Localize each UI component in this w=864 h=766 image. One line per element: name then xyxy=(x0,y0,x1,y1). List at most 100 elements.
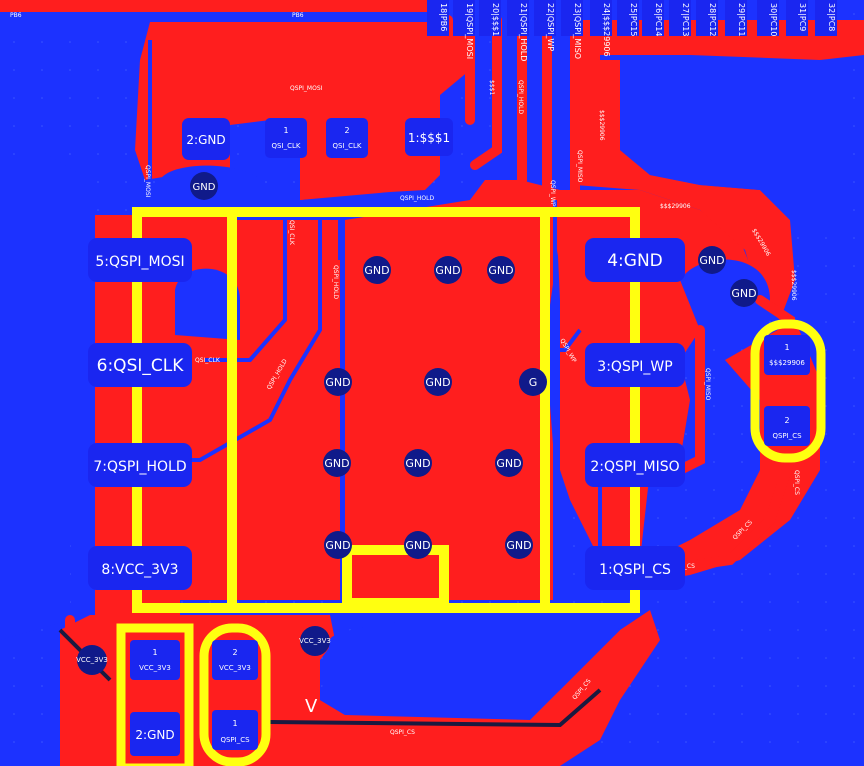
gnd-via[interactable] xyxy=(323,449,351,477)
chip-pad-5[interactable] xyxy=(585,343,685,387)
net-label-qspi-hold-h: QSPI_HOLD xyxy=(400,195,434,202)
chip-pad-1[interactable] xyxy=(88,343,192,387)
copper-upper-right xyxy=(575,20,795,320)
header-pin-5[interactable] xyxy=(561,0,583,36)
chip-notch xyxy=(342,545,449,608)
header-pin-7[interactable] xyxy=(617,0,639,36)
header-pin-14[interactable] xyxy=(815,0,837,36)
vcc-vias: VCC_3V3 VCC_3V3 V xyxy=(76,626,331,717)
via-vcc-right[interactable] xyxy=(300,626,330,656)
header-pin-9[interactable] xyxy=(669,0,691,36)
via-top-gnd-label: GND xyxy=(193,182,216,193)
gnd-via[interactable] xyxy=(505,531,533,559)
chip-pad-label: 5:QSPI_MOSI xyxy=(95,254,184,270)
chip-pad-6[interactable] xyxy=(585,443,685,487)
gnd-via-label: GND xyxy=(325,539,350,552)
gnd-via[interactable] xyxy=(698,246,726,274)
bottom-cap-left-pin2[interactable] xyxy=(130,712,180,756)
pad-top-gnd[interactable] xyxy=(182,118,230,160)
chip-pad-7[interactable] xyxy=(585,546,685,590)
gnd-via[interactable] xyxy=(404,449,432,477)
bottom-cap-right-pin1-num: 1 xyxy=(232,719,237,728)
copper-top-band xyxy=(0,0,430,12)
header-pin-label: 27|PC13 xyxy=(681,3,690,36)
gnd-via[interactable] xyxy=(404,531,432,559)
header-pin-13[interactable] xyxy=(786,0,808,36)
trace-cs-right xyxy=(655,295,795,575)
header-pin-0[interactable] xyxy=(427,0,449,36)
copper-center xyxy=(345,180,560,600)
net-label-qspi-wp-v2: QSPI_WP xyxy=(549,180,556,207)
header-pin-1[interactable] xyxy=(453,0,475,36)
bottom-cap-right-pin2[interactable] xyxy=(212,640,258,680)
header-pin-3[interactable] xyxy=(507,0,529,36)
via-vcc-right-label: VCC_3V3 xyxy=(299,637,331,645)
gnd-via-label: GND xyxy=(324,457,349,470)
header-pin-label: 18|PB6 xyxy=(439,3,448,31)
header-pin-label: 22|QSPI_WP xyxy=(546,3,555,51)
chip-pad-2[interactable] xyxy=(88,443,192,487)
net-label-qspi-mosi-v: QSPI_MOSI xyxy=(144,165,151,198)
pad-net1[interactable] xyxy=(405,118,453,156)
chip-pad-label: 4:GND xyxy=(607,251,663,271)
gnd-via[interactable] xyxy=(487,256,515,284)
gnd-via-label: GND xyxy=(488,264,513,277)
bottom-cap-left-pin1[interactable] xyxy=(130,640,180,680)
gnd-via[interactable] xyxy=(324,531,352,559)
right-resistor-outline xyxy=(750,319,826,463)
net-label-qspi-cs-h: QSPI_CS xyxy=(390,729,415,736)
gnd-via-label: GND xyxy=(699,254,724,267)
right-resistor-pin1[interactable] xyxy=(764,335,810,375)
net-label-29906-h: $$$29906 xyxy=(660,203,691,210)
res-top-pin2-num: 2 xyxy=(344,126,349,135)
header-pin-label: 21|QSPI_HOLD xyxy=(519,3,528,61)
header-pin-8[interactable] xyxy=(642,0,664,36)
traces xyxy=(65,15,795,766)
header-pin-4[interactable] xyxy=(534,0,556,36)
header-pin-6[interactable] xyxy=(590,0,612,36)
bottom-cap-left-pin2-label: 2:GND xyxy=(135,728,174,742)
header-pin-11[interactable] xyxy=(725,0,747,36)
header-pin-10[interactable] xyxy=(696,0,718,36)
header-pin-label: 20|$$$1 xyxy=(491,3,500,36)
net-label-qspi-miso-v: QSPI_MISO xyxy=(576,150,583,183)
trace-mosi xyxy=(420,15,453,145)
bottom-cap-right-pin2-net: VCC_3V3 xyxy=(219,664,251,672)
chip-pad-group: 5:QSPI_MOSI6:QSI_CLK7:QSPI_HOLD8:VCC_3V3… xyxy=(88,238,685,590)
gnd-via[interactable] xyxy=(363,256,391,284)
via-vcc-left[interactable] xyxy=(77,645,107,675)
header-pin-label: 29|PC11 xyxy=(737,3,746,36)
chip-pad-3[interactable] xyxy=(88,546,192,590)
gnd-via[interactable] xyxy=(324,368,352,396)
header-pin-2[interactable] xyxy=(479,0,501,36)
header-pin-label: 32|PC8 xyxy=(827,3,836,31)
right-resistor-pin2[interactable] xyxy=(764,406,810,446)
chip-pad-0[interactable] xyxy=(88,238,192,282)
copper-bottom xyxy=(60,610,660,766)
outline-bottom xyxy=(269,688,602,728)
chip-pad-4[interactable] xyxy=(585,238,685,282)
net-label-qspi-hold-v2: QSPI_HOLD xyxy=(332,265,339,299)
via-top-gnd[interactable] xyxy=(190,172,218,200)
net-label-29906-v: $$$29906 xyxy=(598,110,605,141)
bottom-cap-right-pin1[interactable] xyxy=(212,710,258,750)
header-pin-12[interactable] xyxy=(757,0,779,36)
gnd-via[interactable] xyxy=(434,256,462,284)
res-top-pin2[interactable] xyxy=(326,118,368,158)
net-label-29906-v2: $$$29906 xyxy=(790,270,797,301)
gnd-via-label: GND xyxy=(435,264,460,277)
gnd-via[interactable] xyxy=(495,449,523,477)
net-label-qsi-clk-h: QSI_CLK xyxy=(195,357,221,364)
gnd-via[interactable] xyxy=(730,279,758,307)
gnd-via[interactable] xyxy=(424,368,452,396)
chip-pad-label: 6:QSI_CLK xyxy=(97,356,185,376)
net-label-qspi-mosi-top: QSPI_MOSI xyxy=(290,85,323,92)
chip-silkscreen xyxy=(132,207,640,613)
right-resistor-pin1-num: 1 xyxy=(784,343,789,352)
res-top-pin1[interactable] xyxy=(265,118,307,158)
gnd-via[interactable] xyxy=(519,368,547,396)
